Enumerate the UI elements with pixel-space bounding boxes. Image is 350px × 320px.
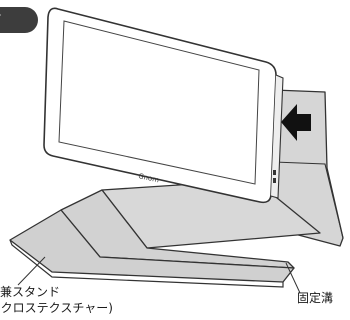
cover-panel-1 (9, 209, 295, 283)
leader-stand (17, 256, 46, 286)
arrow-left-icon (281, 104, 311, 141)
stand-label-line2: (クロステクスチャー) (0, 301, 113, 315)
stand-label-line1: 兼スタンド (0, 285, 61, 299)
monitor-screen (58, 20, 260, 185)
section-tag: 方 (0, 7, 38, 33)
leader-groove (285, 262, 301, 294)
cover-panel-edge (9, 239, 284, 288)
section-tag-text: 方 (0, 13, 1, 28)
side-ports (273, 170, 276, 183)
monitor-side-edge (270, 74, 284, 199)
groove-label: 固定溝 (297, 291, 334, 305)
stand-back-fold (273, 161, 344, 239)
